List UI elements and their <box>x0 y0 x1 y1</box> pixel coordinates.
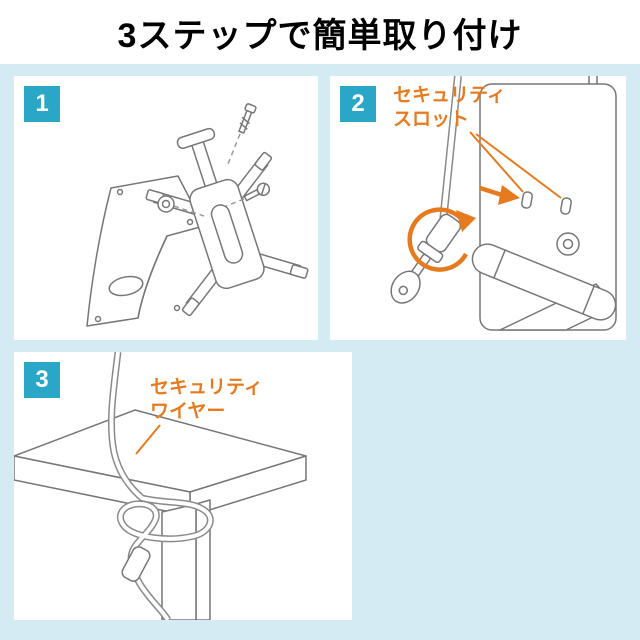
security-slot-left <box>521 191 533 209</box>
security-slot-right <box>560 197 572 215</box>
stand-bracket <box>86 175 205 327</box>
step1-illustration <box>86 103 309 327</box>
security-lock <box>390 213 462 304</box>
security-wire-label-line1: セキュリティ <box>150 377 263 398</box>
security-slot-label-line1: セキュリティ <box>393 85 506 106</box>
step3-illustration <box>14 352 307 620</box>
step3-panel: 3 セキュリティ ワイヤー <box>14 352 352 620</box>
tablet-holder <box>145 127 309 317</box>
screw-side <box>243 182 271 202</box>
page-title: 3ステップで簡単取り付け <box>117 16 523 55</box>
slot-arrow <box>479 185 520 205</box>
security-slot-label-line2: スロット <box>393 108 470 130</box>
step1-number-badge: 1 <box>24 86 60 122</box>
device-back <box>471 76 617 331</box>
security-wire-label-line2: ワイヤー <box>150 400 226 422</box>
security-slot-label: セキュリティ スロット <box>393 84 506 132</box>
title-bar: 3ステップで簡単取り付け <box>0 0 640 64</box>
step2-illustration <box>390 76 617 331</box>
wire-ferrule <box>121 546 151 582</box>
table-leg <box>161 503 197 620</box>
table-drawing <box>14 409 307 620</box>
step2-number-badge: 2 <box>340 86 376 122</box>
slot-leader-lines <box>469 131 562 199</box>
security-wire-label: セキュリティ ワイヤー <box>150 376 263 424</box>
step1-panel: 1 <box>14 76 318 340</box>
rotation-arrow <box>407 207 476 272</box>
washer <box>157 195 175 213</box>
security-cable <box>439 76 462 223</box>
wire-leader-line <box>135 424 161 455</box>
assembly-guide-lines <box>173 133 245 217</box>
step2-panel: 2 セキュリティ スロット <box>330 76 626 340</box>
step3-number-badge: 3 <box>24 362 60 398</box>
screw-top <box>238 103 257 134</box>
